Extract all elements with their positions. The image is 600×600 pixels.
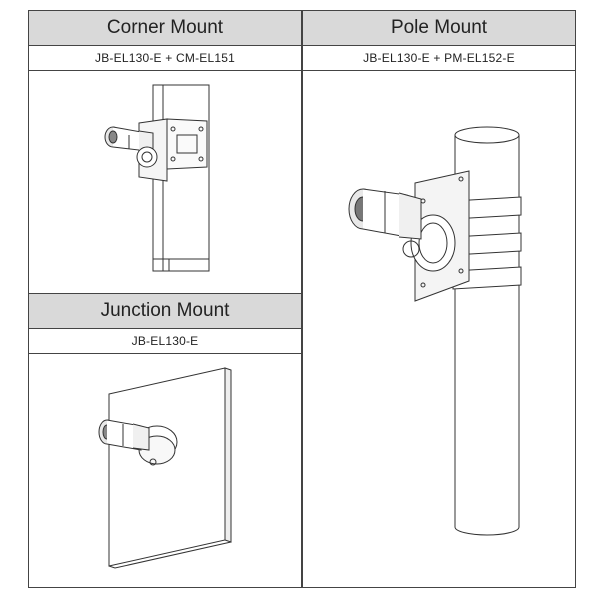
junction-mount-models: JB-EL130-E [28,328,302,354]
corner-mount-models: JB-EL130-E + CM-EL151 [28,45,302,71]
corner-mount-drawing [104,84,210,272]
junction-mount-illustration [28,353,302,588]
junction-mount-title: Junction Mount [28,293,302,329]
pole-mount-models: JB-EL130-E + PM-EL152-E [302,45,576,71]
junction-mount-drawing [98,367,232,569]
corner-mount-title: Corner Mount [28,10,302,46]
pole-mount-illustration [302,70,576,588]
pole-mount-drawing [348,126,522,536]
pole-mount-title: Pole Mount [302,10,576,46]
corner-mount-illustration [28,70,302,294]
